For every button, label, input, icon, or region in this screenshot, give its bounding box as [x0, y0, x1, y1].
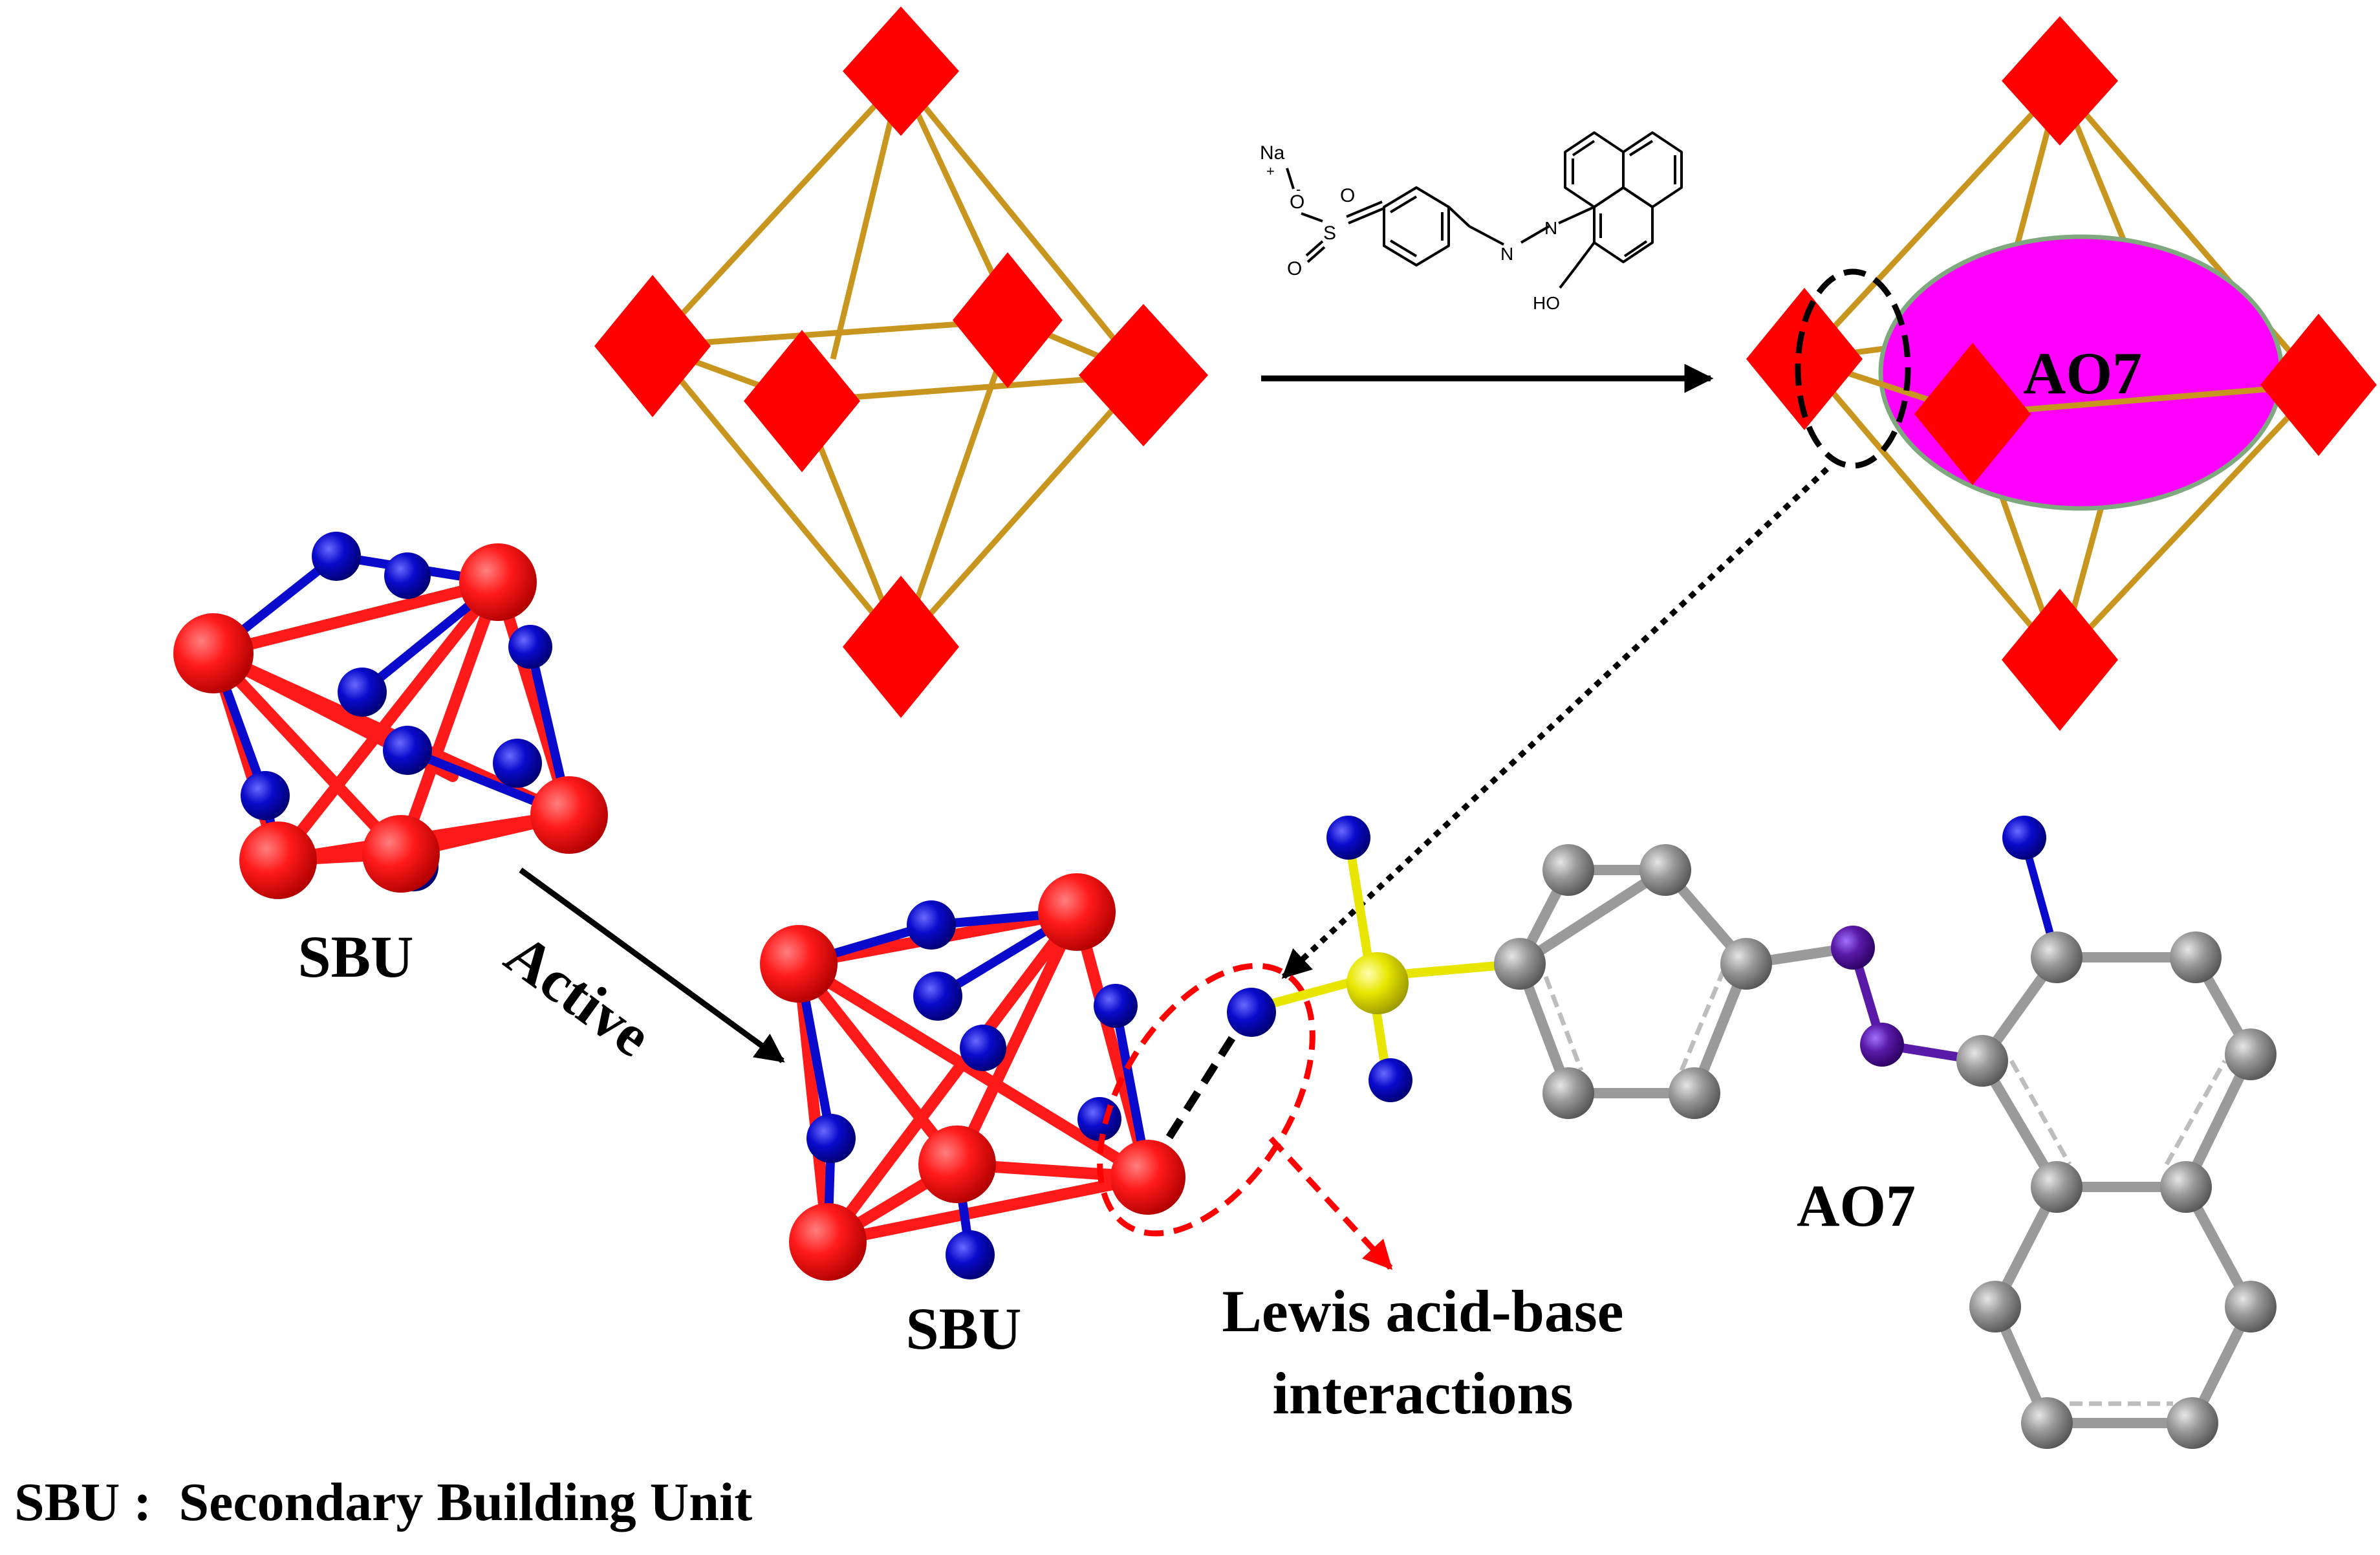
binding-site-highlight	[1795, 268, 1911, 469]
framework-node	[594, 275, 711, 417]
oxygen-label-1: O	[1340, 185, 1355, 206]
framework-nodes	[594, 6, 1208, 718]
ao7-molecule-label: AO7	[1797, 1173, 1916, 1239]
lewis-bond	[1165, 1036, 1236, 1140]
sulfur-label: S	[1323, 223, 1336, 244]
sbu-label-bottom: SBU	[906, 1296, 1022, 1362]
framework-node	[2002, 589, 2118, 731]
active-label: Active	[493, 921, 663, 1070]
hydroxyl-label: HO	[1533, 293, 1560, 313]
framework-node	[744, 330, 860, 472]
framework-node	[2260, 314, 2377, 456]
sbu-label-top: SBU	[298, 924, 414, 990]
framework-node	[953, 252, 1063, 388]
framework-node	[1746, 288, 1863, 430]
sbu-footnote: SBU : Secondary Building Unit	[14, 1472, 752, 1532]
oxide-charge: -	[1296, 181, 1301, 197]
oxygen-label-2: O	[1287, 258, 1302, 279]
oxide-label: O	[1290, 191, 1304, 213]
framework-left	[594, 6, 1208, 718]
lewis-label-line2: interactions	[1272, 1360, 1573, 1426]
sodium-charge: +	[1266, 163, 1275, 179]
guest-label: AO7	[2023, 340, 2142, 406]
framework-node	[843, 6, 959, 136]
sodium-label: Na	[1260, 142, 1285, 164]
framework-nodes	[1746, 16, 2377, 731]
octahedral-framework-icon	[650, 75, 1146, 649]
nitrogen-label-1: N	[1500, 244, 1513, 264]
ao7-ball-and-stick-icon	[1227, 816, 2277, 1449]
framework-node	[2002, 16, 2118, 146]
framework-node	[1914, 343, 2031, 485]
lewis-label-line1: Lewis acid-base	[1222, 1278, 1624, 1344]
framework-right: AO7	[1746, 16, 2377, 731]
framework-node	[843, 576, 959, 718]
nitrogen-label-2: N	[1544, 218, 1557, 238]
sbu-cluster-icon	[173, 532, 608, 899]
ao7-skeletal-structure-icon: Na + O - S O O N N HO	[1260, 131, 1683, 313]
lewis-pointer-arrow	[1268, 1136, 1393, 1270]
activation-arrow	[519, 867, 785, 1063]
framework-node	[1079, 304, 1208, 446]
sbu-cluster-icon	[760, 873, 1185, 1281]
